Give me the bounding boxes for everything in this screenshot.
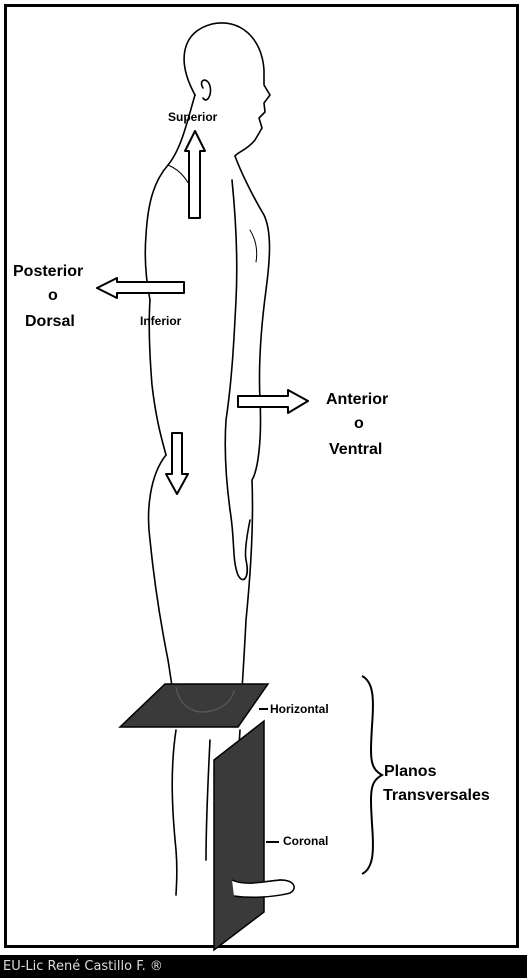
arrow-posterior bbox=[97, 278, 184, 298]
label-horizontal: Horizontal bbox=[270, 702, 329, 717]
label-coronal: Coronal bbox=[283, 834, 328, 849]
arrow-inferior bbox=[166, 433, 188, 494]
coronal-plane bbox=[214, 721, 264, 950]
hand-outline bbox=[230, 510, 250, 580]
label-superior: Superior bbox=[168, 110, 217, 125]
label-ventral: Ventral bbox=[329, 440, 382, 460]
label-inferior: Inferior bbox=[140, 314, 181, 329]
credit-text: EU-Lic René Castillo F. ® bbox=[3, 959, 163, 974]
arrow-anterior bbox=[238, 390, 308, 413]
label-posterior: Posterior bbox=[13, 262, 83, 282]
front-outline bbox=[235, 156, 270, 480]
ear-outline bbox=[202, 80, 211, 100]
anatomy-illustration bbox=[0, 0, 527, 955]
label-planos: Planos bbox=[384, 762, 436, 782]
brace bbox=[362, 676, 382, 874]
label-dorsal: Dorsal bbox=[25, 312, 75, 332]
label-anterior: Anterior bbox=[326, 390, 388, 410]
label-transversales: Transversales bbox=[383, 786, 490, 806]
arrow-superior bbox=[185, 131, 205, 218]
lower-leg-back bbox=[172, 730, 177, 895]
credit-footer: EU-Lic René Castillo F. ® bbox=[0, 955, 527, 978]
label-posterior-o: o bbox=[48, 286, 58, 306]
buttocks-outline bbox=[149, 455, 176, 720]
arm-front bbox=[225, 180, 237, 510]
label-anterior-o: o bbox=[354, 414, 364, 434]
back-outline bbox=[145, 95, 195, 300]
horizontal-plane bbox=[120, 684, 268, 727]
